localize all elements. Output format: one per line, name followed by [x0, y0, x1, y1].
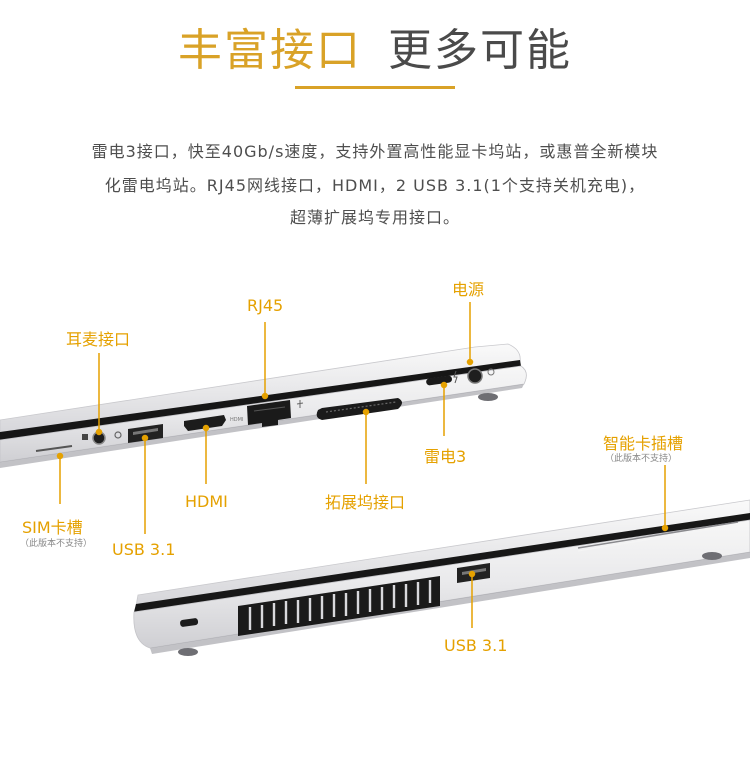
label-hdmi: HDMI [185, 492, 228, 511]
label-usb-left: USB 3.1 [112, 540, 176, 559]
label-power: 电源 [452, 280, 485, 299]
label-dock: 拓展坞接口 [325, 493, 406, 512]
headset-icon [114, 431, 122, 439]
title-underline [295, 86, 455, 89]
label-smartcard: 智能卡插槽 [603, 434, 684, 453]
vent-grille [238, 576, 440, 636]
note-sim: （此版本不支持） [20, 539, 93, 549]
power-icon [487, 368, 495, 376]
label-thunderbolt: 雷电3 [424, 447, 467, 466]
rj45-port [247, 400, 291, 427]
laptop-right-side [133, 499, 750, 656]
label-headset: 耳麦接口 [66, 330, 131, 349]
page-title: 丰富接口更多可能 [0, 14, 750, 78]
dock-port [316, 398, 402, 420]
description-line-1: 雷电3接口，快至40Gb/s速度，支持外置高性能显卡坞站，或惠普全新模块 [91, 142, 659, 161]
description-line-2: 化雷电坞站。RJ45网线接口，HDMI，2 USB 3.1(1个支持关机充电)， [104, 176, 646, 195]
laptop-left-ports: HDMI [35, 368, 495, 452]
title-part2: 更多可能 [388, 25, 572, 76]
smartcard-slot [577, 521, 739, 549]
label-sim: SIM卡槽 [22, 518, 83, 537]
label-usb-right: USB 3.1 [444, 636, 508, 655]
network-icon [296, 400, 304, 408]
thunderbolt-icon [453, 370, 458, 384]
title-part1: 丰富接口 [178, 25, 362, 76]
laptop-right-ports [180, 521, 739, 636]
lock-slot [180, 618, 199, 627]
hdmi-engraving: HDMI [230, 417, 243, 423]
sim-lock-icon [82, 434, 88, 440]
hdmi-port [184, 415, 226, 431]
description-line-3: 超薄扩展坞专用接口。 [289, 208, 460, 227]
leader-lines-right [468, 465, 669, 628]
leader-lines-left [56, 302, 474, 534]
power-jack [467, 368, 483, 384]
label-rj45: RJ45 [247, 296, 284, 315]
note-smartcard: （此版本不支持） [605, 454, 678, 464]
